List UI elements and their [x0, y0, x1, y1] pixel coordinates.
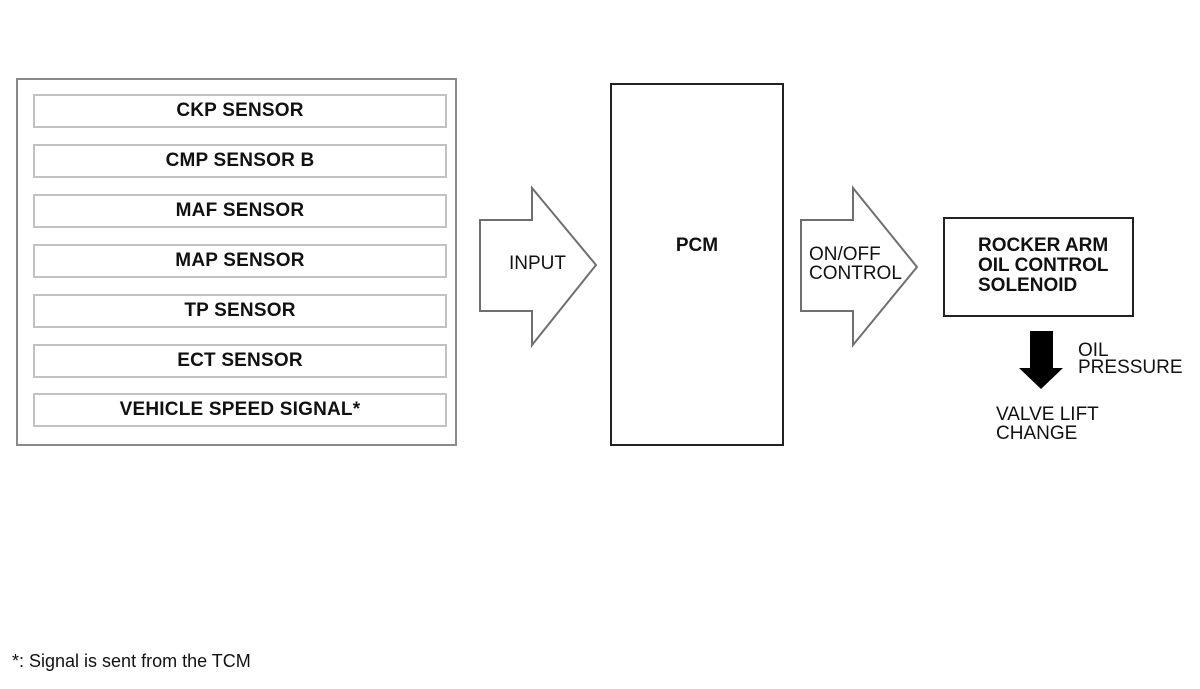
solenoid-label-line2: OIL CONTROL: [978, 255, 1109, 276]
sensor-label: MAF SENSOR: [175, 200, 305, 221]
rocker-arm-solenoid-box: ROCKER ARM OIL CONTROL SOLENOID: [943, 217, 1134, 317]
sensor-label: TP SENSOR: [184, 300, 296, 321]
sensor-label: VEHICLE SPEED SIGNAL*: [119, 399, 361, 420]
sensor-label: ECT SENSOR: [177, 350, 303, 371]
input-arrow: [479, 185, 598, 348]
control-label-line1: ON/OFF: [809, 244, 881, 265]
sensor-label: CMP SENSOR B: [165, 150, 315, 171]
solenoid-label-line3: SOLENOID: [978, 275, 1078, 296]
control-label-line2: CONTROL: [809, 263, 902, 284]
solenoid-label-line1: ROCKER ARM: [978, 235, 1109, 256]
sensor-box-ect: ECT SENSOR: [33, 344, 447, 378]
footnote: *: Signal is sent from the TCM: [12, 651, 251, 671]
result-label-line2: CHANGE: [996, 423, 1078, 444]
oil-pressure-arrow: [1019, 331, 1063, 389]
oil-label-line1: OIL: [1078, 340, 1109, 361]
pcm-label: PCM: [675, 234, 719, 256]
sensor-box-map: MAP SENSOR: [33, 244, 447, 278]
sensor-box-vehicle-speed: VEHICLE SPEED SIGNAL*: [33, 393, 447, 427]
sensor-box-maf: MAF SENSOR: [33, 194, 447, 228]
sensor-box-cmp: CMP SENSOR B: [33, 144, 447, 178]
sensor-box-ckp: CKP SENSOR: [33, 94, 447, 128]
sensor-box-tp: TP SENSOR: [33, 294, 447, 328]
sensor-label: CKP SENSOR: [176, 100, 304, 121]
sensor-group-frame: CKP SENSOR CMP SENSOR B MAF SENSOR MAP S…: [16, 78, 457, 446]
pcm-box: PCM: [610, 83, 784, 446]
result-label-line1: VALVE LIFT: [996, 404, 1099, 425]
oil-label-line2: PRESSURE: [1078, 357, 1183, 378]
control-arrow: [800, 185, 919, 348]
input-label: INPUT: [509, 253, 566, 274]
sensor-label: MAP SENSOR: [175, 250, 305, 271]
